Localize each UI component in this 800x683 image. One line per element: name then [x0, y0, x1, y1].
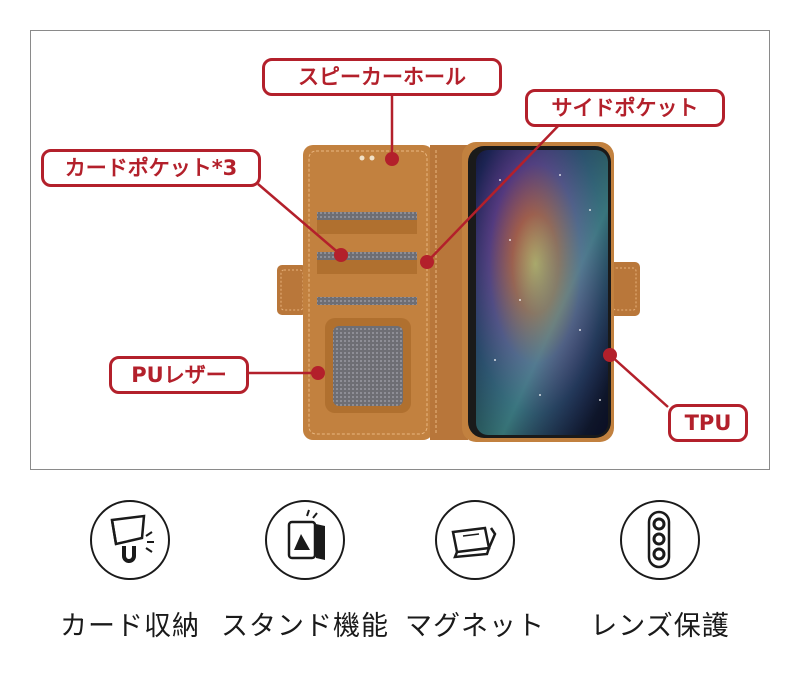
- callout-side-pocket: サイドポケット: [525, 89, 725, 127]
- feature-label: スタンド機能: [221, 611, 389, 642]
- stand-icon: [265, 500, 345, 580]
- feature-label: マグネット: [405, 611, 545, 642]
- callout-tpu: TPU: [668, 404, 748, 442]
- case-left-cover: [303, 145, 433, 440]
- strap-left: [277, 265, 307, 315]
- callout-pu-leather: PUレザー: [109, 356, 249, 394]
- feature-stand: スタンド機能: [210, 500, 400, 643]
- callout-speaker-hole: スピーカーホール: [262, 58, 502, 96]
- case-right-cover: [462, 142, 614, 442]
- feature-label: カード収納: [60, 611, 200, 642]
- feature-label: レンズ保護: [590, 611, 730, 642]
- feature-magnet: マグネット: [380, 500, 570, 643]
- callout-card-pocket: カードポケット*3: [41, 149, 261, 187]
- feature-card-storage: カード収納: [35, 500, 225, 643]
- magnet-flip-icon: [435, 500, 515, 580]
- feature-lens-protection: レンズ保護: [565, 500, 755, 643]
- card-storage-magnet-icon: [90, 500, 170, 580]
- lens-protection-icon: [620, 500, 700, 580]
